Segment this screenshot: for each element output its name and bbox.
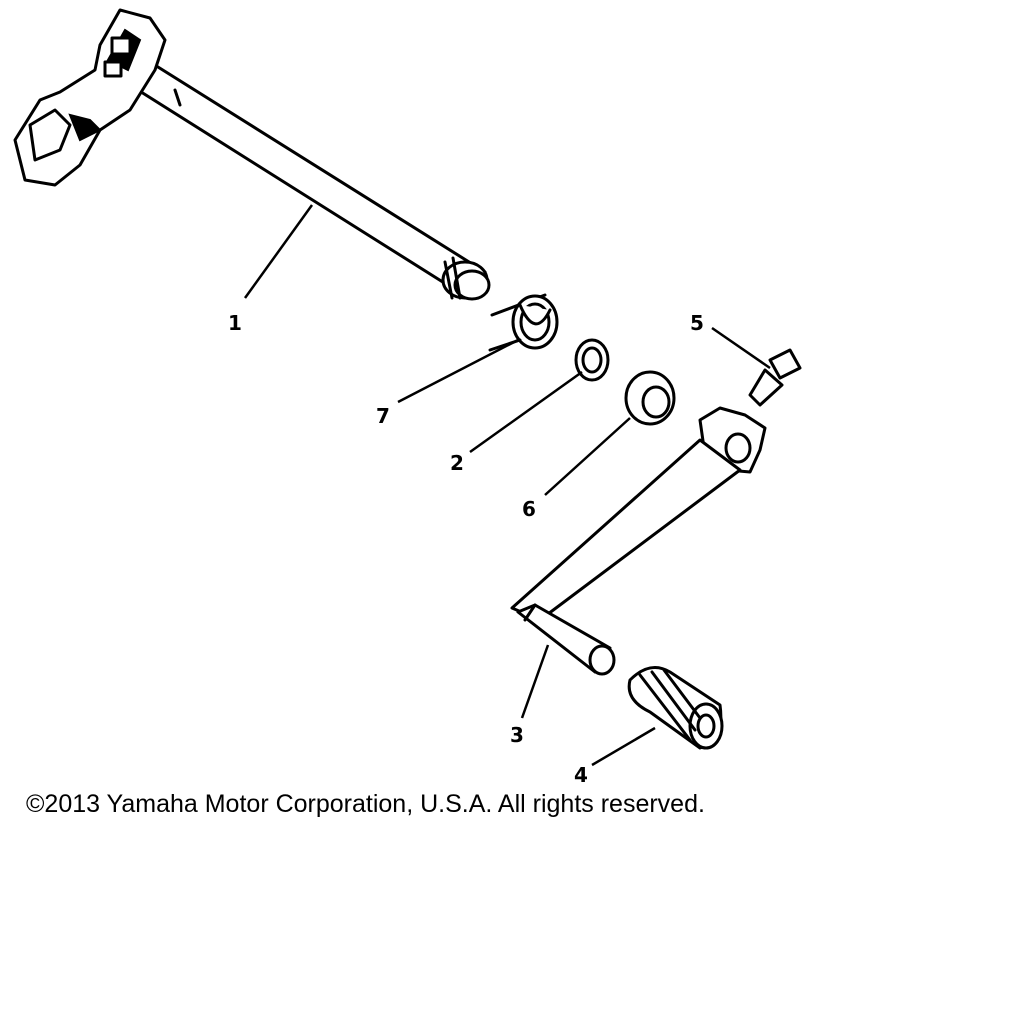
leader-line-1 — [243, 204, 314, 299]
callout-2: 2 — [450, 451, 464, 475]
shift-pedal — [510, 406, 767, 676]
callout-7: 7 — [376, 404, 390, 428]
leader-line-3 — [520, 644, 550, 719]
leader-line-6 — [544, 417, 631, 496]
callout-5: 5 — [690, 311, 704, 335]
oil-seal — [624, 370, 676, 426]
torsion-spring — [488, 293, 559, 352]
circlip — [574, 338, 610, 382]
leader-line-2 — [469, 370, 583, 454]
leader-line-5 — [711, 326, 771, 370]
leader-line-7 — [397, 338, 519, 404]
copyright-notice: ©2013 Yamaha Motor Corporation, U.S.A. A… — [26, 790, 705, 818]
bolt — [748, 348, 802, 407]
pedal-rubber — [627, 666, 724, 750]
callout-6: 6 — [522, 497, 536, 521]
callout-4: 4 — [574, 763, 588, 787]
shift-shaft — [13, 8, 491, 301]
leader-line-4 — [591, 726, 656, 767]
callout-3: 3 — [510, 723, 524, 747]
callout-1: 1 — [228, 311, 242, 335]
